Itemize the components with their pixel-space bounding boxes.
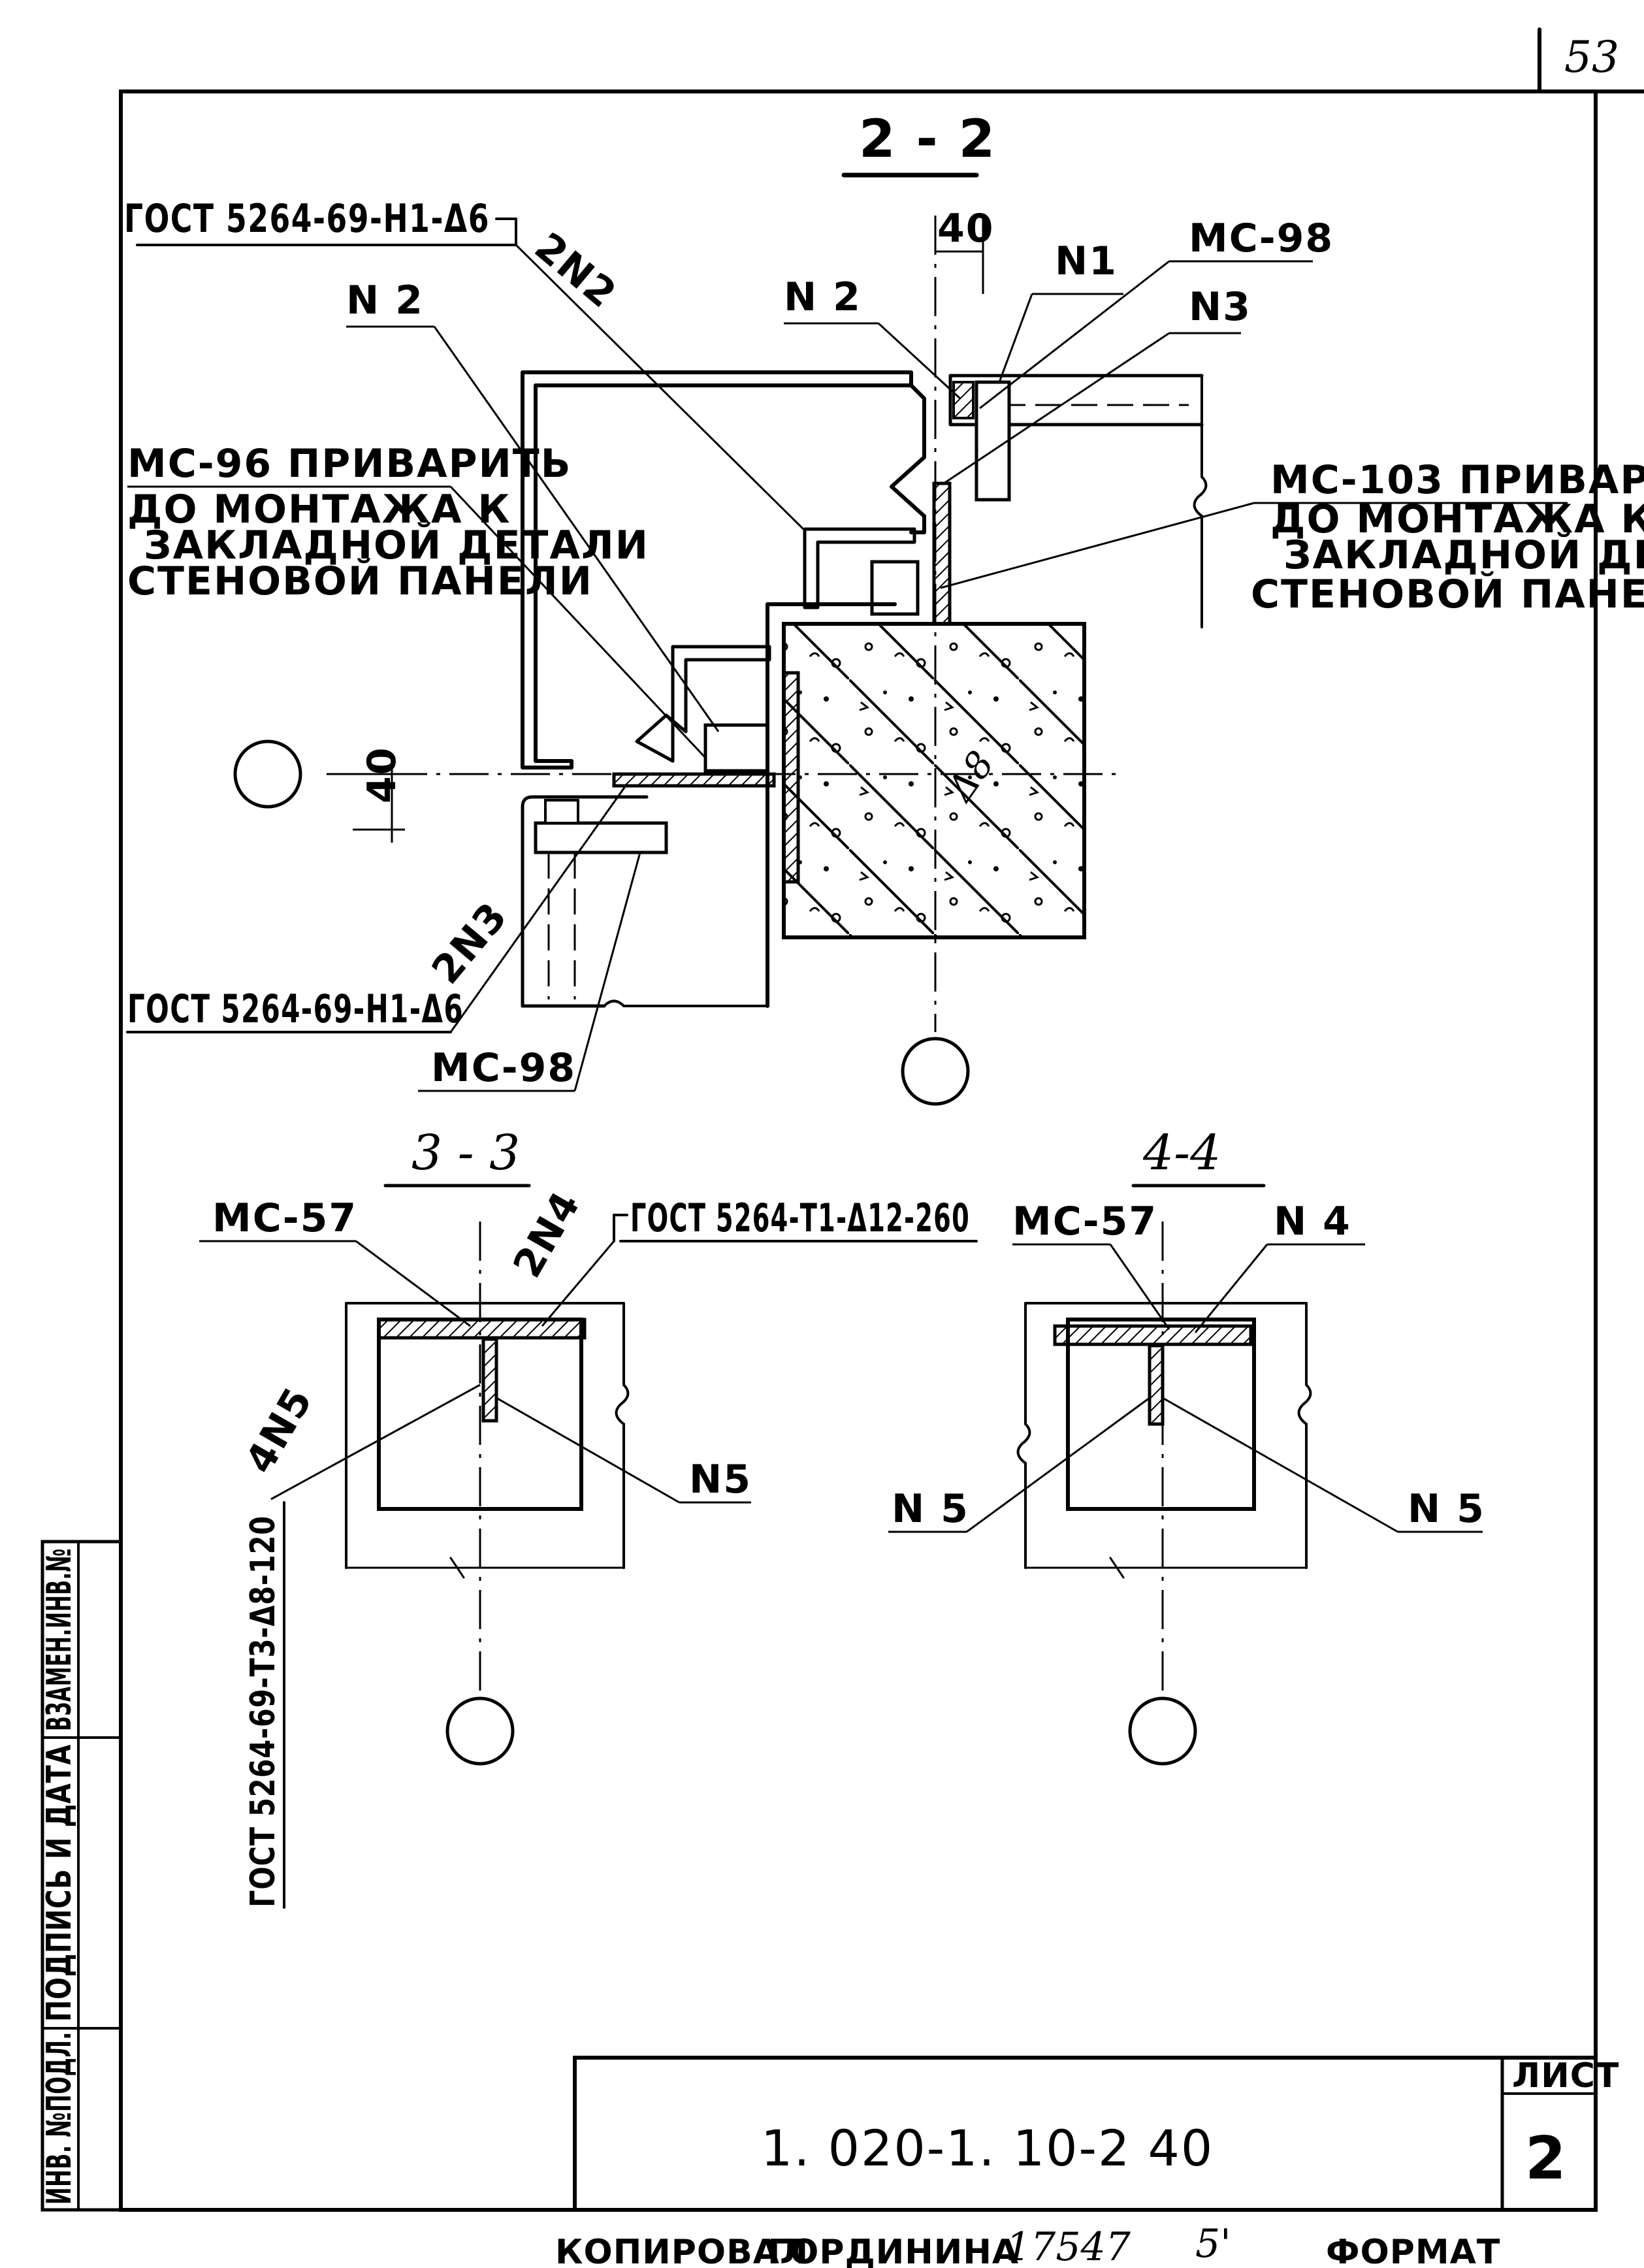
weld-2n4: 2N4 [504,1184,589,1286]
dim-40-left: 40 [359,747,405,804]
mc103-line1: МС-103 ПРИВАРИТЬ [1270,457,1644,503]
mc96-line2: ДО МОНТАЖА К [127,487,511,532]
mc103-line3: ЗАКЛАДНОЙ ДЕТАЛИ [1283,531,1644,578]
footer: КОПИРОВАЛ ГОРДИНИНА 17547 5' ФОРМАТ [555,2221,1500,2268]
mc96-line4: СТЕНОВОЙ ПАНЕЛИ [127,557,593,604]
side-stamp: ИНВ. №ПОДЛ. ПОДПИСЬ И ДАТА ВЗАМЕН.ИНВ.№ [40,1540,123,2212]
sheet-label: ЛИСТ [1512,2056,1619,2096]
n5-44-left-label: N 5 [892,1486,969,1532]
page-number: 53 [1564,32,1619,82]
n4-44-label: N 4 [1274,1199,1351,1244]
mc98-bottom-label: МС-98 [431,1045,576,1091]
gost-bottom-label: ГОСТ 5264-69-Н1-Δ6 [127,986,464,1032]
mc96-line1: МС-96 ПРИВАРИТЬ [127,441,572,487]
title-block: 1. 020-1. 10-2 40 ЛИСТ 2 [573,2056,1619,2212]
footer-num: 17547 [1006,2224,1131,2268]
section-4-4: 4-4 МС-57 N 4 N 5 N 5 [888,1125,1485,1766]
n3-label: N3 [1189,284,1251,330]
n2-left-label: N 2 [346,278,424,323]
gost-vertical-label: ГОСТ 5264-69-Т3-Δ8-120 [244,1515,283,1907]
mc96-line3: ЗАКЛАДНОЙ ДЕТАЛИ [144,521,649,568]
mc103-line4: СТЕНОВОЙ ПАНЕЛИ [1251,570,1644,617]
section-3-3: 3 - 3 МС-57 2N4 ГОСТ 5264-Т1-Δ12-260 4N5… [199,1125,978,1909]
weld-4n5: 4N5 [236,1380,321,1482]
sheet-number: 2 [1525,2124,1568,2193]
stamp-inv-podl: ИНВ. №ПОДЛ. [40,2032,79,2205]
section-4-4-title: 4-4 [1142,1125,1221,1181]
mc98-top-label: МС-98 [1189,216,1334,261]
footer-format-label: ФОРМАТ [1326,2233,1500,2268]
section-3-3-title: 3 - 3 [411,1125,520,1181]
mc57-44-label: МС-57 [1012,1199,1157,1244]
dim-40-top: 40 [937,206,995,251]
footer-copied: КОПИРОВАЛ [555,2233,809,2268]
n2-mid-label: N 2 [784,274,862,320]
doc-code: 1. 020-1. 10-2 40 [761,2119,1214,2177]
n5-33-label: N5 [689,1457,752,1502]
stamp-podpis-data: ПОДПИСЬ И ДАТА [40,1744,79,2022]
sheet-frame [119,27,1644,2212]
section-2-2: 2 - 2 Δ8 [124,108,1644,1106]
gost-33-label: ГОСТ 5264-Т1-Δ12-260 [630,1195,970,1241]
n5-44-right-label: N 5 [1408,1486,1485,1532]
stamp-vzamen-inv: ВЗАМЕН.ИНВ.№ [40,1548,79,1731]
gost-top-label: ГОСТ 5264-69-Н1-Δ6 [124,196,490,242]
section-2-2-title: 2 - 2 [859,108,996,169]
n1-label: N1 [1055,238,1118,284]
weld-2n3: 2N3 [423,894,517,993]
mc57-33-label: МС-57 [212,1195,357,1241]
footer-format-value: 5' [1195,2221,1231,2267]
mc103-line2: ДО МОНТАЖА К [1270,496,1644,542]
footer-name: ГОРДИНИНА [767,2233,1019,2268]
